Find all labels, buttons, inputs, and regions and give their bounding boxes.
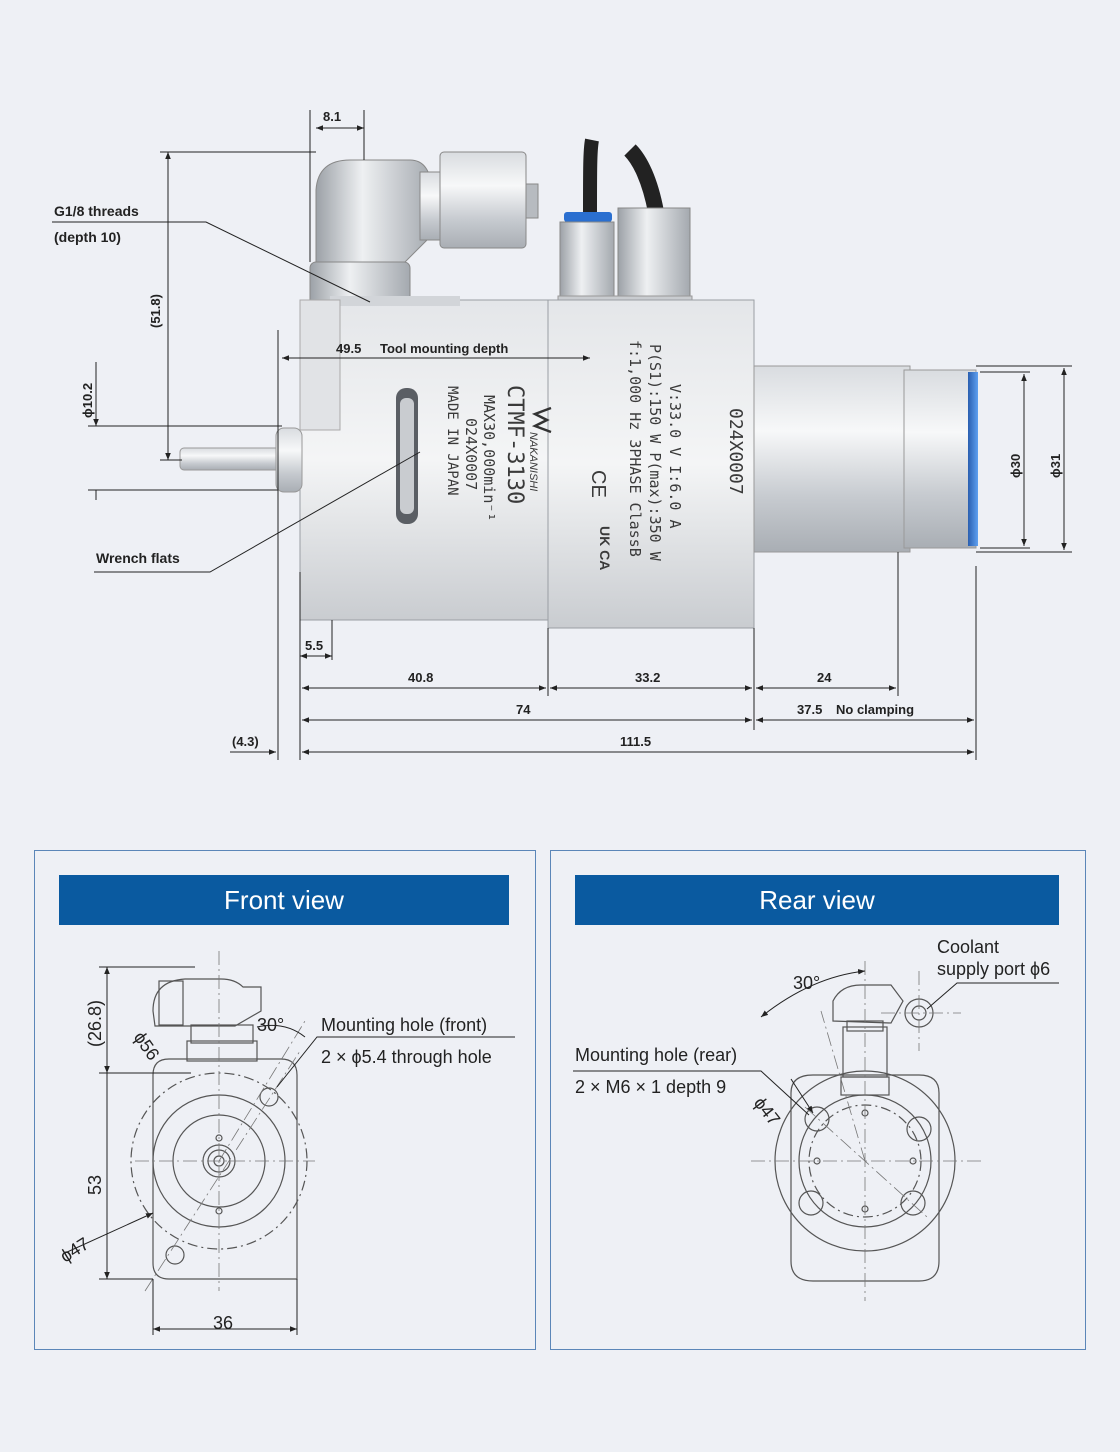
dim-phi10-2: ϕ10.2 — [80, 383, 95, 418]
elbow-body — [315, 159, 433, 263]
cable-gland — [617, 207, 691, 301]
made-in-text: MADE IN JAPAN — [444, 386, 460, 496]
serial2-text: 024X0007 — [725, 408, 746, 495]
cable-2 — [624, 144, 664, 214]
dim-40-8: 40.8 — [408, 670, 433, 685]
rear-mounting-label: Mounting hole (rear) — [575, 1045, 737, 1065]
dim-111-5: 111.5 — [620, 734, 651, 749]
no-clamping-label: No clamping — [836, 702, 914, 717]
rear-view-panel: Rear view — [550, 850, 1086, 1350]
front-view-drawing: (26.8) ϕ56 30° 53 ϕ47 36 Mounting hole (… — [57, 951, 515, 1335]
wrench-flats-label: Wrench flats — [96, 550, 180, 566]
dim-51-8: (51.8) — [148, 294, 163, 328]
dim-24: 24 — [817, 670, 832, 685]
coolant-label: Coolant — [937, 937, 999, 957]
dim-8-1: 8.1 — [323, 109, 341, 124]
dim-phi47-front: ϕ47 — [57, 1233, 93, 1266]
rear-view-drawing: 30° ϕ47 Coolant supply port ϕ6 Mounting … — [573, 937, 1059, 1301]
dim-30deg-front: 30° — [257, 1015, 284, 1035]
model-text: CTMF-3130 — [502, 385, 527, 504]
brand-text: NAKANISHI — [527, 432, 539, 491]
dim-phi47-rear: ϕ47 — [750, 1093, 784, 1129]
rear-view-title: Rear view — [575, 875, 1059, 925]
dim-37-5: 37.5 — [797, 702, 822, 717]
dim-26-8: (26.8) — [85, 1000, 105, 1047]
front-cap — [903, 369, 977, 549]
nakanishi-logo — [531, 406, 552, 434]
tool-mounting-depth-label: Tool mounting depth — [380, 341, 508, 356]
rating-p-text: P(S1):150 W P(max):350 W — [646, 344, 664, 562]
collet-nut — [275, 427, 303, 493]
dim-phi30: ϕ30 — [1008, 454, 1023, 478]
rating-f-text: f:1,000 Hz 3PHASE ClassB — [626, 340, 644, 557]
dim-36: 36 — [213, 1313, 233, 1333]
blue-ring — [968, 372, 978, 546]
front-view-panel: Front view — [34, 850, 536, 1350]
front-cylinder — [753, 365, 911, 553]
front-view-title: Front view — [59, 875, 509, 925]
ce-mark: CE — [587, 470, 609, 498]
push-fitting-1 — [559, 221, 615, 299]
dim-4-3: (4.3) — [232, 734, 259, 749]
dim-49-5: 49.5 — [336, 341, 361, 356]
front-mounting-label: Mounting hole (front) — [321, 1015, 487, 1035]
front-mounting-spec: 2 × ϕ5.4 through hole — [321, 1047, 492, 1067]
spindle-body-front — [547, 299, 755, 629]
cable-1 — [583, 138, 599, 216]
dim-30deg-rear: 30° — [793, 973, 820, 993]
coolant-spec: supply port ϕ6 — [937, 959, 1050, 979]
side-view-drawing: NAKANISHI CTMF-3130 MAX30,000min⁻¹ 024X0… — [52, 109, 1072, 760]
rear-mounting-spec: 2 × M6 × 1 depth 9 — [575, 1077, 726, 1097]
elbow-hex-nut — [439, 151, 527, 249]
dim-74: 74 — [516, 702, 531, 717]
push-fitting-ring — [564, 212, 612, 222]
dim-phi56: ϕ56 — [130, 1028, 164, 1064]
g18-threads-label: G1/8 threads — [54, 203, 139, 219]
max-speed-text: MAX30,000min⁻¹ — [480, 395, 498, 521]
tool-shaft — [179, 447, 281, 471]
rating-v-text: V:33.0 V I:6.0 A — [666, 384, 684, 529]
dim-5-5: 5.5 — [305, 638, 323, 653]
dim-phi31: ϕ31 — [1048, 454, 1063, 478]
dim-53: 53 — [85, 1175, 105, 1195]
depth10-label: (depth 10) — [54, 229, 121, 245]
ukca-mark: UK CA — [597, 526, 613, 570]
serial-text: 024X0007 — [462, 418, 480, 490]
dim-33-2: 33.2 — [635, 670, 660, 685]
